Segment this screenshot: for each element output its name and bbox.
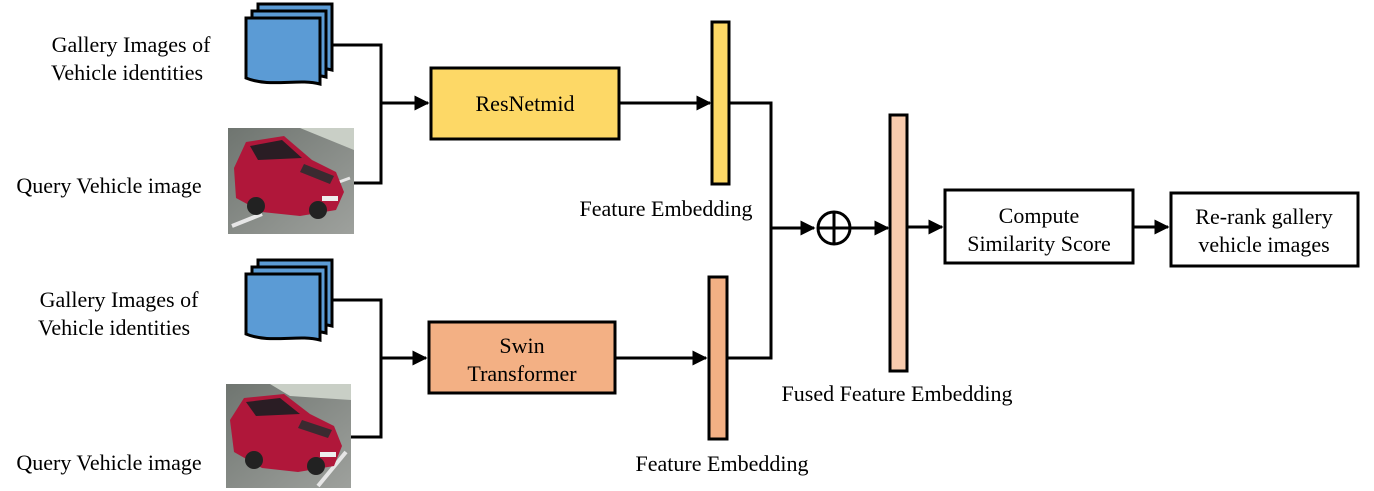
top-query-label: Query Vehicle image <box>16 173 201 198</box>
top-gallery-label-line1: Gallery Images of <box>52 32 211 57</box>
resnet-block: ResNetmid <box>429 66 621 141</box>
fused-feature-embedding-label: Fused Feature Embedding <box>782 381 1013 406</box>
bottom-query-label: Query Vehicle image <box>16 450 201 475</box>
bottom-gallery-label-line1: Gallery Images of <box>40 287 199 312</box>
bottom-feature-embedding-label: Feature Embedding <box>636 451 809 476</box>
bottom-query-car-image <box>226 384 351 488</box>
bottom-gallery-label-line2: Vehicle identities <box>38 315 190 340</box>
similarity-label-line2: Similarity Score <box>967 231 1111 256</box>
resnet-label: ResNetmid <box>476 91 575 116</box>
similarity-label-line1: Compute <box>999 203 1080 228</box>
rerank-label-line1: Re-rank gallery <box>1195 204 1332 229</box>
concat-operator-icon <box>816 210 852 246</box>
top-gallery-document-stack-icon <box>244 2 334 86</box>
bottom-gallery-document-stack-icon <box>244 258 334 342</box>
top-feature-embedding-label: Feature Embedding <box>580 196 753 221</box>
top-gallery-label-line2: Vehicle identities <box>51 60 203 85</box>
bottom-feature-embedding-bar <box>707 275 729 441</box>
rerank-block: Re-rank gallery vehicle images <box>1169 191 1360 268</box>
swin-transformer-block: Swin Transformer <box>427 320 617 395</box>
rerank-label-line2: vehicle images <box>1198 232 1329 257</box>
similarity-score-block: Compute Similarity Score <box>943 188 1135 265</box>
fused-feature-embedding-bar <box>888 113 909 373</box>
top-query-car-image <box>228 128 354 234</box>
swin-label-line2: Transformer <box>467 361 577 386</box>
swin-label-line1: Swin <box>499 333 544 358</box>
top-feature-embedding-bar <box>710 20 731 186</box>
